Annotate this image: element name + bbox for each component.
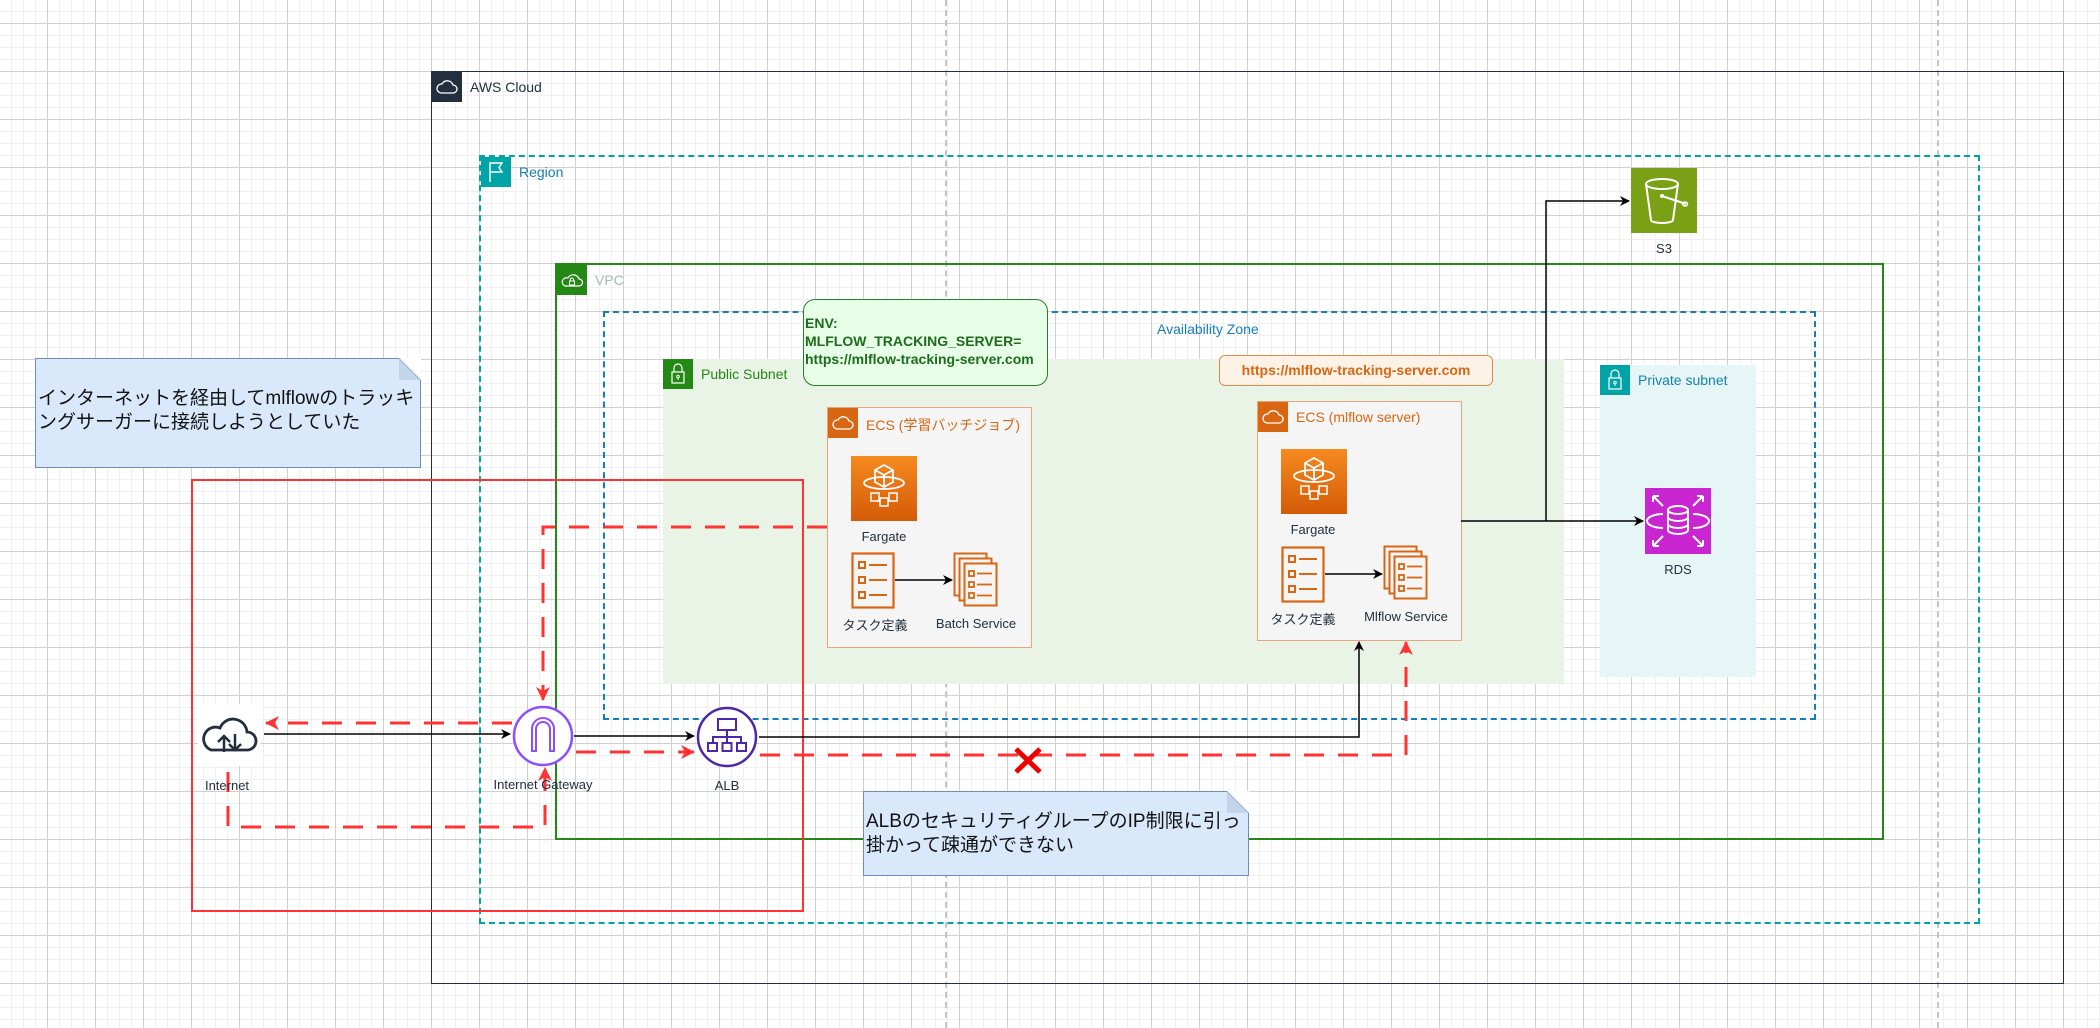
batch-task-definition-label: タスク定義	[842, 618, 908, 633]
mlflow-task-definition-label: タスク定義	[1270, 612, 1336, 627]
s3-label: S3	[1656, 241, 1672, 256]
edge-mlflow-to-s3	[1545, 196, 1630, 521]
vpc-label: VPC	[595, 272, 624, 288]
alb-label: ALB	[714, 778, 740, 793]
edge-batch-to-igw-dashed	[536, 525, 827, 701]
page-guide-line	[1937, 0, 1939, 1028]
mlflow-fargate-label: Fargate	[1290, 522, 1336, 537]
env-line-3: https://mlflow-tracking-server.com	[805, 351, 1034, 367]
ecs-service-icon	[1383, 545, 1429, 605]
env-line-2: MLFLOW_TRACKING_SERVER=	[805, 333, 1022, 349]
load-balancer-icon	[696, 706, 758, 772]
alb-node[interactable]	[696, 706, 758, 768]
internet-label: Internet	[204, 778, 250, 793]
internet-gateway-label: Internet Gateway	[493, 777, 593, 792]
mlflow-task-definition-node[interactable]	[1281, 546, 1325, 603]
note-fold-icon	[399, 358, 421, 380]
cloud-icon	[828, 408, 858, 438]
flag-icon	[481, 157, 511, 187]
note-alb-blocked-text: ALBのセキュリティグループのIP制限に引っ掛かって疎通ができない	[866, 811, 1241, 856]
rds-database-icon	[1645, 495, 1711, 558]
lock-icon	[1600, 365, 1630, 395]
availability-zone-group[interactable]: Availability Zone	[603, 311, 1816, 720]
region-group[interactable]: Region	[479, 155, 1980, 924]
private-subnet-label: Private subnet	[1638, 372, 1728, 388]
edge-internet-loop-dashed	[226, 767, 552, 829]
batch-fargate-node[interactable]	[851, 456, 917, 521]
aws-cloud-label: AWS Cloud	[470, 79, 542, 95]
s3-node[interactable]	[1631, 168, 1697, 233]
internet-node[interactable]	[198, 704, 260, 766]
batch-service-label: Batch Service	[935, 616, 1017, 631]
vpc-cloud-lock-icon	[557, 265, 587, 295]
internet-gateway-node[interactable]	[512, 705, 574, 767]
note-fold-icon	[1227, 791, 1249, 813]
mlflow-service-label: Mlflow Service	[1364, 609, 1448, 624]
task-definition-icon	[1281, 546, 1325, 607]
mlflow-url-badge[interactable]: https://mlflow-tracking-server.com	[1219, 355, 1493, 386]
task-definition-icon	[851, 552, 895, 613]
edge-alb-to-mlflow-dashed	[760, 641, 1413, 757]
note-internet-attempt-text: インターネットを経由してmlflowのトラッキングサーガーに接続しようとしていた	[38, 388, 415, 433]
env-variable-box[interactable]: ENV: MLFLOW_TRACKING_SERVER= https://mlf…	[803, 299, 1048, 386]
fargate-icon	[851, 463, 917, 525]
mlflow-fargate-node[interactable]	[1281, 449, 1347, 514]
ecs-mlflow-label: ECS (mlflow server)	[1296, 409, 1421, 425]
region-label: Region	[519, 164, 564, 180]
blocked-x-icon	[1014, 747, 1042, 774]
availability-zone-label: Availability Zone	[1157, 321, 1259, 337]
aws-cloud-group[interactable]: AWS Cloud	[431, 71, 2064, 984]
batch-task-definition-node[interactable]	[851, 552, 895, 609]
cloud-icon	[432, 72, 462, 102]
env-line-1: ENV:	[805, 315, 838, 331]
fargate-icon	[1281, 456, 1347, 518]
cloud-icon	[1258, 402, 1288, 432]
internet-gateway-icon	[512, 705, 574, 771]
edge-alb-to-mlflow	[759, 641, 1364, 738]
note-internet-attempt[interactable]: インターネットを経由してmlflowのトラッキングサーガーに接続しようとしていた	[35, 358, 421, 468]
internet-cloud-icon	[198, 717, 260, 770]
ecs-service-icon	[953, 552, 999, 612]
batch-fargate-label: Fargate	[861, 529, 907, 544]
highlight-rectangle[interactable]	[191, 479, 804, 912]
batch-service-node[interactable]	[953, 552, 999, 608]
ecs-batch-label: ECS (学習バッチジョブ)	[866, 417, 1020, 433]
rds-label: RDS	[1664, 562, 1692, 577]
s3-bucket-icon	[1631, 178, 1697, 237]
rds-node[interactable]	[1645, 488, 1711, 554]
note-alb-blocked[interactable]: ALBのセキュリティグループのIP制限に引っ掛かって疎通ができない	[863, 791, 1249, 876]
mlflow-service-node[interactable]	[1383, 545, 1429, 601]
public-subnet-label: Public Subnet	[701, 366, 788, 382]
lock-icon	[663, 359, 693, 389]
